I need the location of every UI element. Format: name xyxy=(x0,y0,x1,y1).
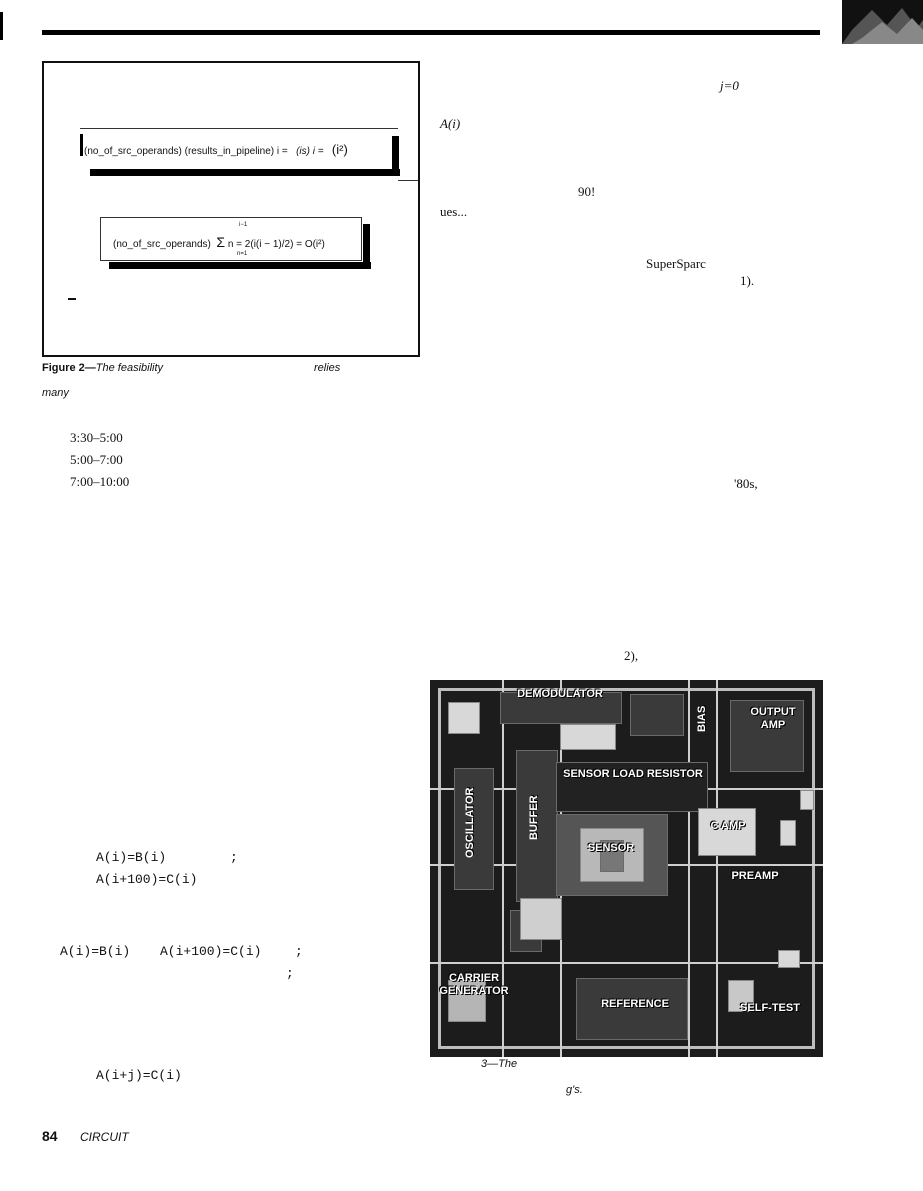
schedule-time-3: 7:00–10:00 xyxy=(70,474,130,489)
text-ninety: 90! xyxy=(578,184,596,199)
sum-upper-limit: i−1 xyxy=(239,222,248,228)
equation-2-text: (no_of_src_operands) Σ n = 2(i(i − 1)/2)… xyxy=(113,234,325,250)
code-line-2: A(i+100)=C(i) xyxy=(96,872,198,887)
header-rule xyxy=(42,30,820,35)
sum-lower-limit: n=1 xyxy=(237,251,248,257)
code-line-3a: A(i)=B(i) xyxy=(60,944,131,959)
left-margin-mark xyxy=(0,12,3,40)
chip-label-preamp: PREAMP xyxy=(731,870,779,882)
chip-label-oscillator: OSCILLATOR xyxy=(464,787,476,858)
code-line-3-semicolon: ; xyxy=(295,944,303,959)
magazine-name: CIRCUIT xyxy=(80,1130,129,1144)
chip-label-carrier-generator: CARRIER GENERATOR xyxy=(439,972,509,997)
figure-3-caption: 3—The xyxy=(481,1058,518,1070)
chip-label-demodulator: DEMODULATOR xyxy=(517,688,603,700)
equation-1-text: (no_of_src_operands) (results_in_pipelin… xyxy=(84,142,348,157)
schedule-time-2: 5:00–7:00 xyxy=(70,452,123,467)
equation-1: (no_of_src_operands) (results_in_pipelin… xyxy=(80,128,400,176)
figure-2-caption-line2: many xyxy=(42,387,69,399)
text-j0: j=0 xyxy=(720,78,739,93)
page-number: 84 xyxy=(42,1128,58,1144)
chip-label-c-amp: C AMP xyxy=(710,820,746,832)
code-line-5: A(i+j)=C(i) xyxy=(96,1068,182,1083)
text-eighties: '80s, xyxy=(734,476,758,491)
figure-2-box xyxy=(42,61,420,357)
code-line-1: A(i)=B(i) xyxy=(96,850,167,865)
code-line-4-semicolon: ; xyxy=(286,966,294,981)
chip-label-sensor-load-resistor: SENSOR LOAD RESISTOR xyxy=(563,768,703,780)
chip-label-self-test: SELF-TEST xyxy=(740,1002,800,1014)
schedule-time-1: 3:30–5:00 xyxy=(70,430,123,445)
text-supersparc: SuperSparc xyxy=(646,256,706,271)
equation-1-tail-rule xyxy=(398,180,418,181)
corner-photo-thumbnail xyxy=(842,0,923,44)
code-line-1-semicolon: ; xyxy=(230,850,238,865)
equation-2: i−1 (no_of_src_operands) Σ n = 2(i(i − 1… xyxy=(100,217,371,269)
text-one: 1). xyxy=(740,273,755,288)
chip-label-buffer: BUFFER xyxy=(528,795,540,840)
figure-3-caption-line2: g's. xyxy=(566,1084,583,1096)
chip-label-bias: BIAS xyxy=(696,705,708,732)
text-ues: ues... xyxy=(440,204,468,219)
figure-dash xyxy=(68,298,76,300)
figure-2-caption: Figure 2—The feasibility xyxy=(42,362,164,374)
chip-label-reference: REFERENCE xyxy=(601,998,669,1010)
text-two: 2), xyxy=(624,648,639,663)
figure-2-caption-relies: relies xyxy=(314,362,341,374)
chip-micrograph: DEMODULATOR BIAS OUTPUT AMP OSCILLATOR B… xyxy=(430,680,823,1057)
chip-label-output-amp: OUTPUT AMP xyxy=(750,706,796,731)
code-line-3b: A(i+100)=C(i) xyxy=(160,944,262,959)
text-Ai: A(i) xyxy=(440,116,461,131)
chip-label-sensor: SENSOR xyxy=(587,842,635,854)
